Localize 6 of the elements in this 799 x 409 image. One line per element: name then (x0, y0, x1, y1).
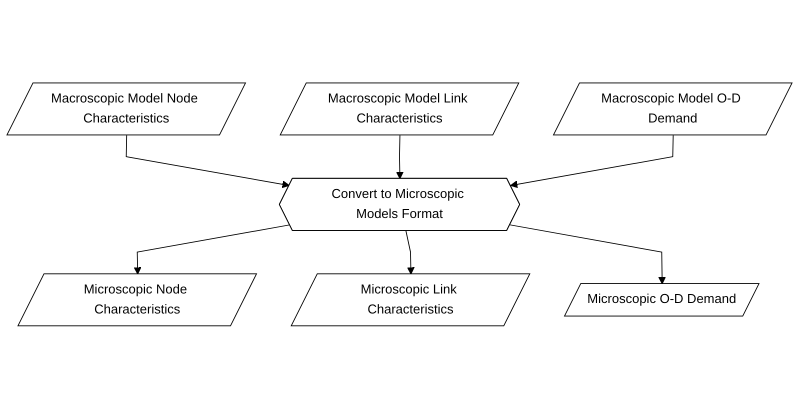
arrow (126, 135, 290, 188)
arrow (510, 224, 666, 284)
arrow (406, 230, 415, 275)
arrow (134, 224, 290, 275)
arrow (510, 135, 674, 188)
arrow (396, 135, 404, 180)
